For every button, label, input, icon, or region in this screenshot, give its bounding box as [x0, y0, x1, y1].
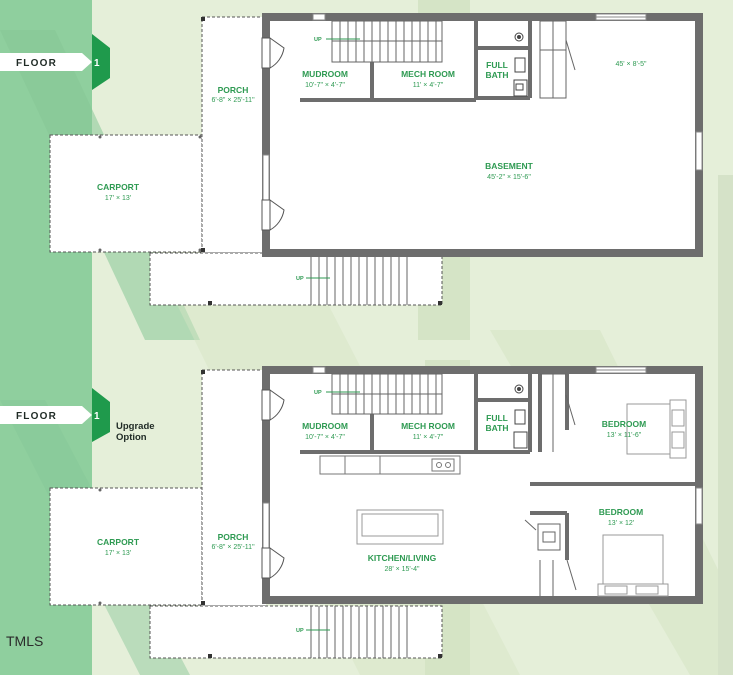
exterior-stair [306, 253, 408, 305]
floor-number: 1 [94, 58, 100, 69]
house-outline [262, 13, 703, 257]
carport-dimensions: 17' × 13' [105, 195, 131, 202]
floor-label: FLOOR [16, 58, 57, 69]
stair-up-label: UP [314, 390, 322, 396]
carport-area [49, 487, 203, 606]
mudroom-dimensions: 10'-7" × 4'-7" [305, 82, 345, 89]
garage-dimensions: 45' × 8'-5" [615, 61, 647, 68]
floor-banner: FLOOR 1 [0, 34, 110, 90]
bath-fixtures [513, 384, 528, 449]
entry-stair-platform [149, 605, 443, 659]
bath-label-line1: FULL [486, 413, 508, 423]
bedroom-2-label: BEDROOM [599, 507, 643, 517]
upgrade-label: Upgrade [116, 421, 155, 432]
bath-label-line1: FULL [486, 60, 508, 70]
kitchen-living-label: KITCHEN/LIVING [368, 553, 437, 563]
entry-stair-platform [149, 252, 443, 306]
sofa [356, 509, 444, 545]
mech-room-label: MECH ROOM [401, 421, 455, 431]
carport-dimensions: 17' × 13' [105, 550, 131, 557]
mudroom-dimensions: 10'-7" × 4'-7" [305, 434, 345, 441]
bath-label-line2: BATH [486, 70, 509, 80]
interior-stair [326, 20, 443, 63]
mech-room-dimensions: 11' × 4'-7" [413, 82, 444, 89]
porch-label: PORCH [218, 532, 249, 542]
carport-label: CARPORT [97, 537, 140, 547]
bedroom-1-dimensions: 13' × 11'-6" [607, 432, 642, 439]
exterior-stair [306, 606, 408, 658]
floor-label: FLOOR [16, 411, 57, 422]
porch-label: PORCH [218, 85, 249, 95]
kitchen-counter [319, 455, 461, 475]
bedroom-2-dimensions: 13' × 12' [608, 520, 634, 527]
stair-up-label-lower: UP [296, 276, 304, 282]
porch-dimensions: 6'-8" × 25'-11" [211, 97, 255, 104]
bath-fixtures [513, 32, 528, 97]
basement-label: BASEMENT [485, 161, 534, 171]
stair-up-label: UP [314, 37, 322, 43]
tmls-logo: TMLS [6, 633, 43, 649]
kitchen-living-dimensions: 28' × 15'-4" [385, 566, 420, 573]
floor-number: 1 [94, 411, 100, 422]
mudroom-label: MUDROOM [302, 421, 348, 431]
porch-area [201, 16, 267, 254]
carport-label: CARPORT [97, 182, 140, 192]
plan-floor-1: FLOOR 1 UP [0, 13, 703, 306]
bath-label-line2: BATH [486, 423, 509, 433]
interior-stair [326, 373, 443, 415]
interior-walls [300, 21, 532, 102]
mudroom-label: MUDROOM [302, 69, 348, 79]
bedroom-1-label: BEDROOM [602, 419, 646, 429]
stair-up-label-lower: UP [296, 628, 304, 634]
mech-room-label: MECH ROOM [401, 69, 455, 79]
floor-banner-upgrade: FLOOR 1 Upgrade Option [0, 388, 155, 443]
mech-room-dimensions: 11' × 4'-7" [413, 434, 444, 441]
bed-2 [597, 534, 669, 597]
porch-area [201, 369, 267, 607]
porch-dimensions: 6'-8" × 25'-11" [211, 544, 255, 551]
interior-walls [300, 374, 695, 560]
bed-1 [626, 399, 687, 459]
basement-dimensions: 45'-2" × 15'-6" [487, 174, 531, 181]
option-label: Option [116, 432, 147, 443]
plan-floor-1-upgrade: FLOOR 1 Upgrade Option UP [0, 366, 703, 659]
carport-area [49, 134, 203, 253]
